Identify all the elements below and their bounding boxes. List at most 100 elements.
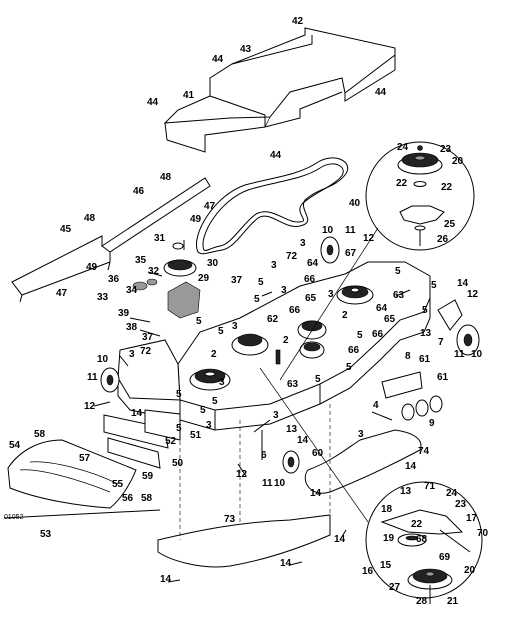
callout-c44b: 44	[375, 87, 387, 98]
left-side-cover	[11, 177, 211, 303]
callout-c34a: 34	[126, 285, 138, 296]
top-cover	[163, 27, 396, 153]
callout-c13b: 13	[286, 424, 298, 435]
callout-c13a: 13	[420, 328, 432, 339]
callout-c3a: 3	[300, 238, 306, 249]
callout-c12d: 12	[236, 469, 248, 480]
callout-c20b: 20	[464, 565, 476, 576]
callout-c40a: 40	[349, 198, 361, 209]
callout-c66d: 66	[348, 345, 360, 356]
callout-c47b: 47	[56, 288, 68, 299]
callout-c66a: 66	[304, 274, 316, 285]
callout-c53a: 53	[40, 529, 52, 540]
callout-c67a: 67	[345, 248, 357, 259]
callout-c10b: 10	[471, 349, 483, 360]
belt	[196, 157, 348, 255]
callout-c3j: 3	[206, 420, 212, 431]
callout-c4a: 4	[373, 400, 379, 411]
callout-c65b: 65	[384, 314, 396, 325]
callout-c45a: 45	[60, 224, 72, 235]
callout-c6a: 6	[261, 450, 267, 461]
callout-c73a: 73	[224, 514, 236, 525]
callout-c74a: 74	[418, 446, 430, 457]
callout-c5g: 5	[218, 326, 224, 337]
callout-c2c: 2	[211, 349, 217, 360]
callout-c5c: 5	[431, 280, 437, 291]
callout-c7a: 7	[438, 337, 444, 348]
lower-panels	[157, 404, 422, 568]
callout-c5f: 5	[196, 316, 202, 327]
deck-pulleys	[189, 285, 374, 391]
callout-c72a: 72	[286, 251, 298, 262]
callout-c31a: 31	[154, 233, 166, 244]
callout-c49a: 49	[190, 214, 202, 225]
callout-c64b: 64	[376, 303, 388, 314]
callout-c37a: 37	[231, 275, 243, 286]
callout-c13c: 13	[400, 486, 412, 497]
callout-c11c: 11	[87, 372, 98, 383]
mower-deck	[117, 261, 431, 431]
callout-c65a: 65	[305, 293, 317, 304]
anti-scalp-rollers	[381, 371, 443, 421]
callout-c14f: 14	[334, 534, 346, 545]
discharge-chute	[3, 439, 161, 519]
callout-c5m: 5	[200, 405, 206, 416]
callout-c22a: 22	[396, 178, 408, 189]
callout-c14h: 14	[160, 574, 172, 585]
callout-c33a: 33	[97, 292, 109, 303]
callout-c3c: 3	[281, 285, 287, 296]
callout-c11d: 11	[262, 478, 273, 489]
callout-c23b: 23	[455, 499, 467, 510]
callout-c69a: 69	[439, 552, 451, 563]
callout-c14e: 14	[310, 488, 322, 499]
callout-c38a: 38	[126, 322, 138, 333]
callout-c2b: 2	[283, 335, 289, 346]
callout-c57a: 57	[79, 453, 91, 464]
callout-c23a: 23	[440, 144, 452, 155]
callout-c10d: 10	[274, 478, 286, 489]
callout-c43a: 43	[240, 44, 252, 55]
callout-c58b: 58	[141, 493, 153, 504]
callout-c37b: 37	[142, 332, 154, 343]
callout-c54a: 54	[9, 440, 21, 451]
callout-c3i: 3	[358, 429, 364, 440]
callout-c3h: 3	[273, 410, 279, 421]
callout-c49b: 49	[86, 262, 98, 273]
callout-c14g: 14	[280, 558, 292, 569]
callout-c42a: 42	[292, 16, 304, 27]
callout-c22c: 22	[411, 519, 423, 530]
callout-c9a: 9	[429, 418, 435, 429]
callout-c44a: 44	[212, 54, 224, 65]
callout-c55a: 55	[112, 479, 124, 490]
callout-c16a: 16	[362, 566, 374, 577]
callout-c12a: 12	[363, 233, 375, 244]
callout-c47a: 47	[204, 201, 216, 212]
callout-c56a: 56	[122, 493, 134, 504]
callout-c14a: 14	[457, 278, 469, 289]
callout-c27a: 27	[389, 582, 401, 593]
callout-c25a: 25	[444, 219, 456, 230]
callout-c52a: 52	[165, 436, 177, 447]
callout-c10c: 10	[97, 354, 109, 365]
callout-c22b: 22	[441, 182, 453, 193]
callout-c61b: 61	[437, 372, 449, 383]
callout-c30a: 30	[207, 258, 219, 269]
callout-c60a: 60	[312, 448, 324, 459]
callout-c14d: 14	[405, 461, 417, 472]
callout-c11b: 11	[454, 349, 465, 360]
callout-c66b: 66	[289, 305, 301, 316]
callout-c5n: 5	[176, 423, 182, 434]
callout-c15a: 15	[380, 560, 392, 571]
callout-c48b: 48	[84, 213, 96, 224]
callout-c61a: 61	[419, 354, 431, 365]
callout-c24b: 24	[446, 488, 458, 499]
callout-c3b: 3	[271, 260, 277, 271]
baffles	[103, 409, 181, 469]
callout-c5h: 5	[357, 330, 363, 341]
callout-c29a: 29	[198, 273, 210, 284]
callout-c5k: 5	[176, 389, 182, 400]
callout-c63b: 63	[287, 379, 299, 390]
callout-c19a: 19	[383, 533, 395, 544]
callout-c44c: 44	[147, 97, 159, 108]
